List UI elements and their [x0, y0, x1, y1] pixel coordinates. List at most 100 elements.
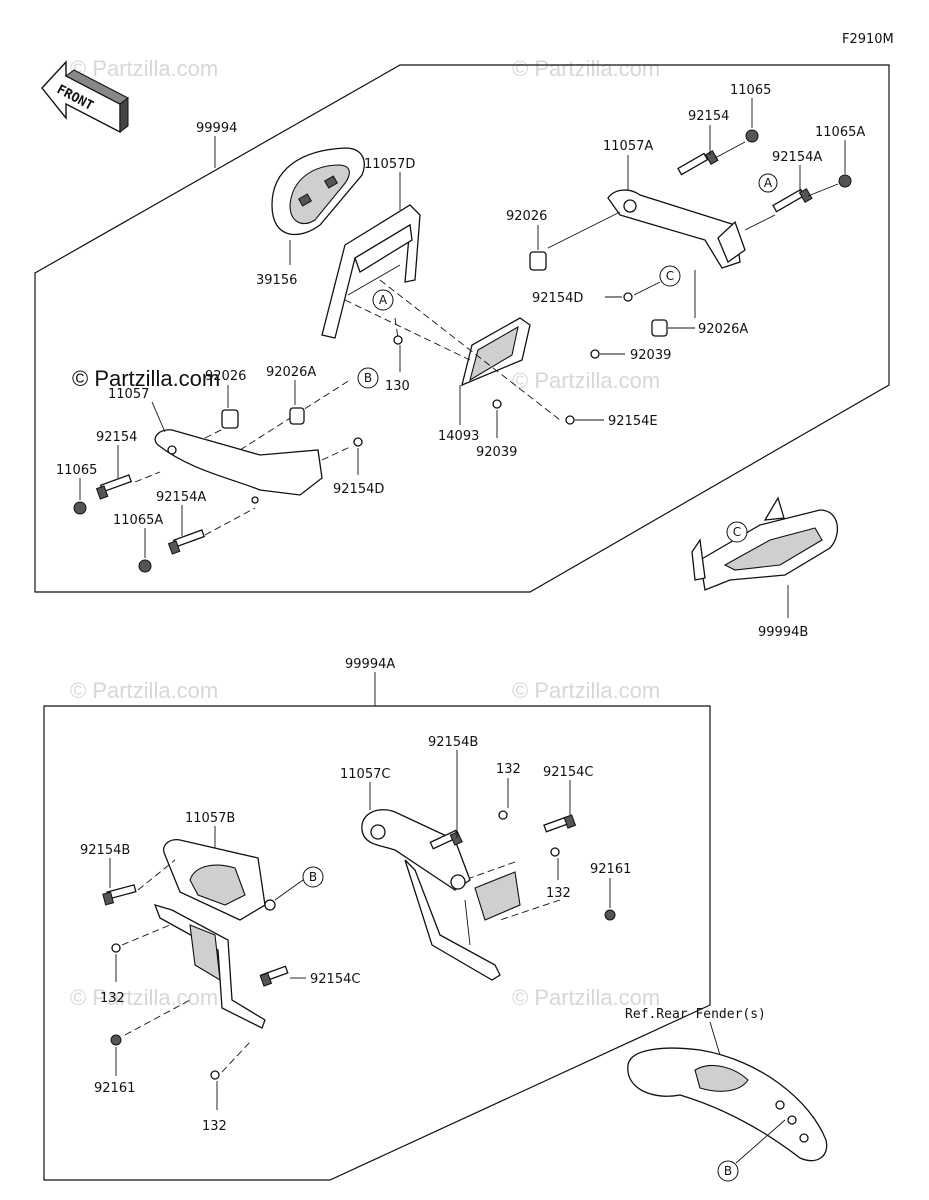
bolt-92154: [677, 150, 719, 176]
spacer-92026A: [651, 319, 668, 337]
bolt-92154B-left: [102, 884, 137, 906]
part-92154C-top: 92154C: [543, 765, 593, 780]
screw-92039-b: [492, 399, 502, 409]
nut-11065A-left: [138, 559, 152, 573]
kit-99994A-frame: [43, 705, 711, 1181]
nut-92161-left: [110, 1034, 122, 1046]
part-92039: 92039: [630, 348, 671, 363]
part-11065-left: 11065: [56, 463, 97, 478]
part-92026A: 92026A: [698, 322, 748, 337]
screw-132-top: [498, 810, 508, 820]
part-130: 130: [385, 379, 410, 394]
part-92154A-left: 92154A: [156, 490, 206, 505]
watermark: © Partzilla.com: [70, 56, 218, 81]
part-11057: 11057: [108, 387, 149, 402]
part-92026-left: 92026: [205, 369, 246, 384]
rear-fender: [627, 1047, 828, 1162]
screw-92154D-left: [353, 437, 363, 447]
part-132-left: 132: [100, 991, 125, 1006]
part-132-top: 132: [496, 762, 521, 777]
screw-132-mid: [550, 847, 560, 857]
side-bracket-left: [153, 839, 276, 1029]
screw-132-bottom: [210, 1070, 220, 1080]
part-92154B-left: 92154B: [80, 843, 130, 858]
backrest-pad: [271, 147, 365, 236]
watermark: © Partzilla.com: [70, 678, 218, 703]
bolt-92154C-top: [543, 814, 577, 833]
part-99994B: 99994B: [758, 625, 808, 640]
part-92154-left: 92154: [96, 430, 137, 445]
part-92154E: 92154E: [608, 414, 658, 429]
ref-rear-fender-label: Ref.Rear Fender(s): [625, 1007, 766, 1022]
ref-A-icon: A: [758, 173, 778, 193]
copyright-notice: © Partzilla.com: [72, 366, 220, 391]
part-11057C: 11057C: [340, 767, 390, 782]
svg-text:C: C: [666, 269, 674, 283]
ref-B-icon: B: [302, 866, 324, 888]
spacer-92026A-left: [289, 407, 305, 425]
part-11057B: 11057B: [185, 811, 235, 826]
backrest-frame: [321, 204, 421, 339]
part-11065A: 11065A: [815, 125, 865, 140]
part-132-bottom: 132: [202, 1119, 227, 1134]
part-132-mid: 132: [546, 886, 571, 901]
ref-B-icon: B: [357, 367, 379, 389]
ref-C-icon: C: [726, 521, 748, 543]
screw-132-left: [111, 943, 121, 953]
side-bracket-right: [361, 809, 521, 981]
part-11065: 11065: [730, 83, 771, 98]
part-11057A: 11057A: [603, 139, 653, 154]
screw-92154D: [623, 292, 633, 302]
luggage-rack: [691, 496, 839, 591]
svg-text:B: B: [364, 371, 372, 385]
front-arrow-icon: FRONT: [41, 60, 129, 134]
ref-C-icon: C: [659, 265, 681, 287]
screw-92154E: [565, 415, 575, 425]
spacer-92026-left: [221, 409, 239, 429]
part-39156: 39156: [256, 273, 297, 288]
screw-130: [393, 335, 403, 345]
part-14093: 14093: [438, 429, 479, 444]
part-92026: 92026: [506, 209, 547, 224]
part-92039-b: 92039: [476, 445, 517, 460]
svg-text:B: B: [724, 1164, 732, 1178]
part-92161-left: 92161: [94, 1081, 135, 1096]
part-99994: 99994: [196, 121, 237, 136]
nut-11065: [745, 129, 759, 143]
part-11065A-left: 11065A: [113, 513, 163, 528]
part-92154D: 92154D: [532, 291, 583, 306]
svg-text:A: A: [764, 176, 773, 190]
bolt-92154A: [772, 188, 813, 213]
nut-11065A: [838, 174, 852, 188]
watermark: © Partzilla.com: [512, 368, 660, 393]
part-92154D-left: 92154D: [333, 482, 384, 497]
kit-99994-frame: [34, 64, 890, 593]
watermark: © Partzilla.com: [70, 985, 218, 1010]
watermark: © Partzilla.com: [512, 56, 660, 81]
part-11057D: 11057D: [364, 157, 415, 172]
bolt-92154A-left: [167, 529, 206, 555]
ref-B-icon: B: [717, 1160, 739, 1182]
bolt-92154C-left: [259, 965, 289, 987]
ref-A-icon: A: [372, 289, 394, 311]
left-bracket: [154, 429, 323, 504]
spacer-92026: [529, 251, 547, 271]
nut-92161-right: [604, 909, 616, 921]
part-99994A: 99994A: [345, 657, 395, 672]
diagram-code: F2910M: [842, 32, 894, 47]
svg-text:B: B: [309, 870, 317, 884]
nut-11065-left: [73, 501, 87, 515]
watermarks: © Partzilla.com © Partzilla.com © Partzi…: [70, 56, 660, 1010]
svg-text:A: A: [379, 293, 388, 307]
svg-text:C: C: [733, 525, 741, 539]
part-92026A-left: 92026A: [266, 365, 316, 380]
screw-92039: [590, 349, 600, 359]
part-92154: 92154: [688, 109, 729, 124]
bolt-92154-left: [95, 474, 133, 500]
right-bracket: [607, 189, 746, 269]
part-92154A: 92154A: [772, 150, 822, 165]
part-92154B-top: 92154B: [428, 735, 478, 750]
watermark: © Partzilla.com: [512, 985, 660, 1010]
part-92161-right: 92161: [590, 862, 631, 877]
